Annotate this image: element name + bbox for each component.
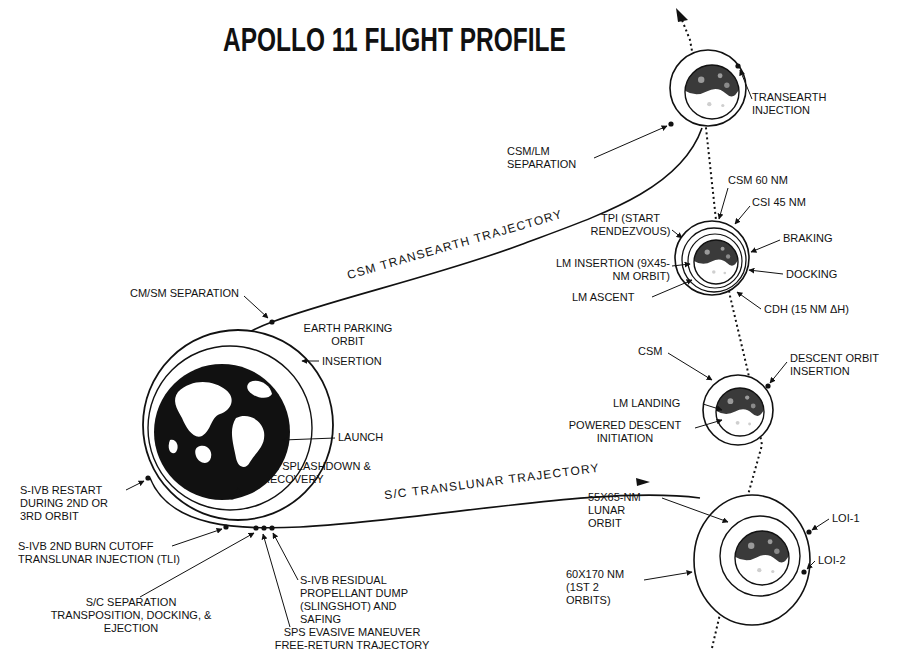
event-label: CSM 60 NM <box>728 174 788 187</box>
event-label: S-IVB RESIDUAL PROPELLANT DUMP (SLINGSHO… <box>300 574 422 626</box>
event-label: CDH (15 NM ΔH) <box>764 303 849 316</box>
event-label: EARTH PARKING ORBIT <box>294 322 402 348</box>
event-label: CM/SM SEPARATION <box>130 287 239 300</box>
event-label: LM ASCENT <box>572 291 634 304</box>
event-label: BRAKING <box>783 232 833 245</box>
trajectory-label: CSM TRANSEARTH TRAJECTORY <box>346 208 565 282</box>
trajectory-label: S/C TRANSLUNAR TRAJECTORY <box>383 462 600 502</box>
event-label: DESCENT ORBIT INSERTION <box>790 352 902 378</box>
event-label: 60X170 NM (1ST 2 ORBITS) <box>566 568 646 607</box>
event-label: S-IVB RESTART DURING 2ND OR 3RD ORBIT <box>20 484 126 523</box>
event-label: LM INSERTION (9X45-NM ORBIT) <box>548 257 670 283</box>
event-label: CSM/LM SEPARATION <box>507 145 589 171</box>
event-label: LOI-1 <box>832 512 860 525</box>
event-label: POWERED DESCENT INITIATION <box>556 419 694 445</box>
event-label: CSI 45 NM <box>752 196 806 209</box>
event-label: S-IVB 2ND BURN CUTOFF TRANSLUNAR INJECTI… <box>18 540 224 566</box>
event-label: TPI (START RENDEZVOUS) <box>588 212 673 238</box>
event-label: S/C SEPARATION TRANSPOSITION, DOCKING, &… <box>40 596 222 635</box>
event-label: CSM <box>638 345 662 358</box>
event-label: INSERTION <box>322 355 382 368</box>
event-label: LOI-2 <box>818 554 846 567</box>
event-label: LM LANDING <box>613 397 680 410</box>
event-label: SPS EVASIVE MANEUVER FREE-RETURN TRAJECT… <box>266 626 438 652</box>
event-label: 55X65-NM LUNAR ORBIT <box>588 491 660 530</box>
event-label: LAUNCH <box>338 431 383 444</box>
event-label: CM SPLASHDOWN & RECOVERY <box>262 460 384 486</box>
diagram-title: APOLLO 11 FLIGHT PROFILE <box>223 20 566 58</box>
event-label: TRANSEARTH INJECTION <box>752 91 840 117</box>
event-label: DOCKING <box>786 268 837 281</box>
